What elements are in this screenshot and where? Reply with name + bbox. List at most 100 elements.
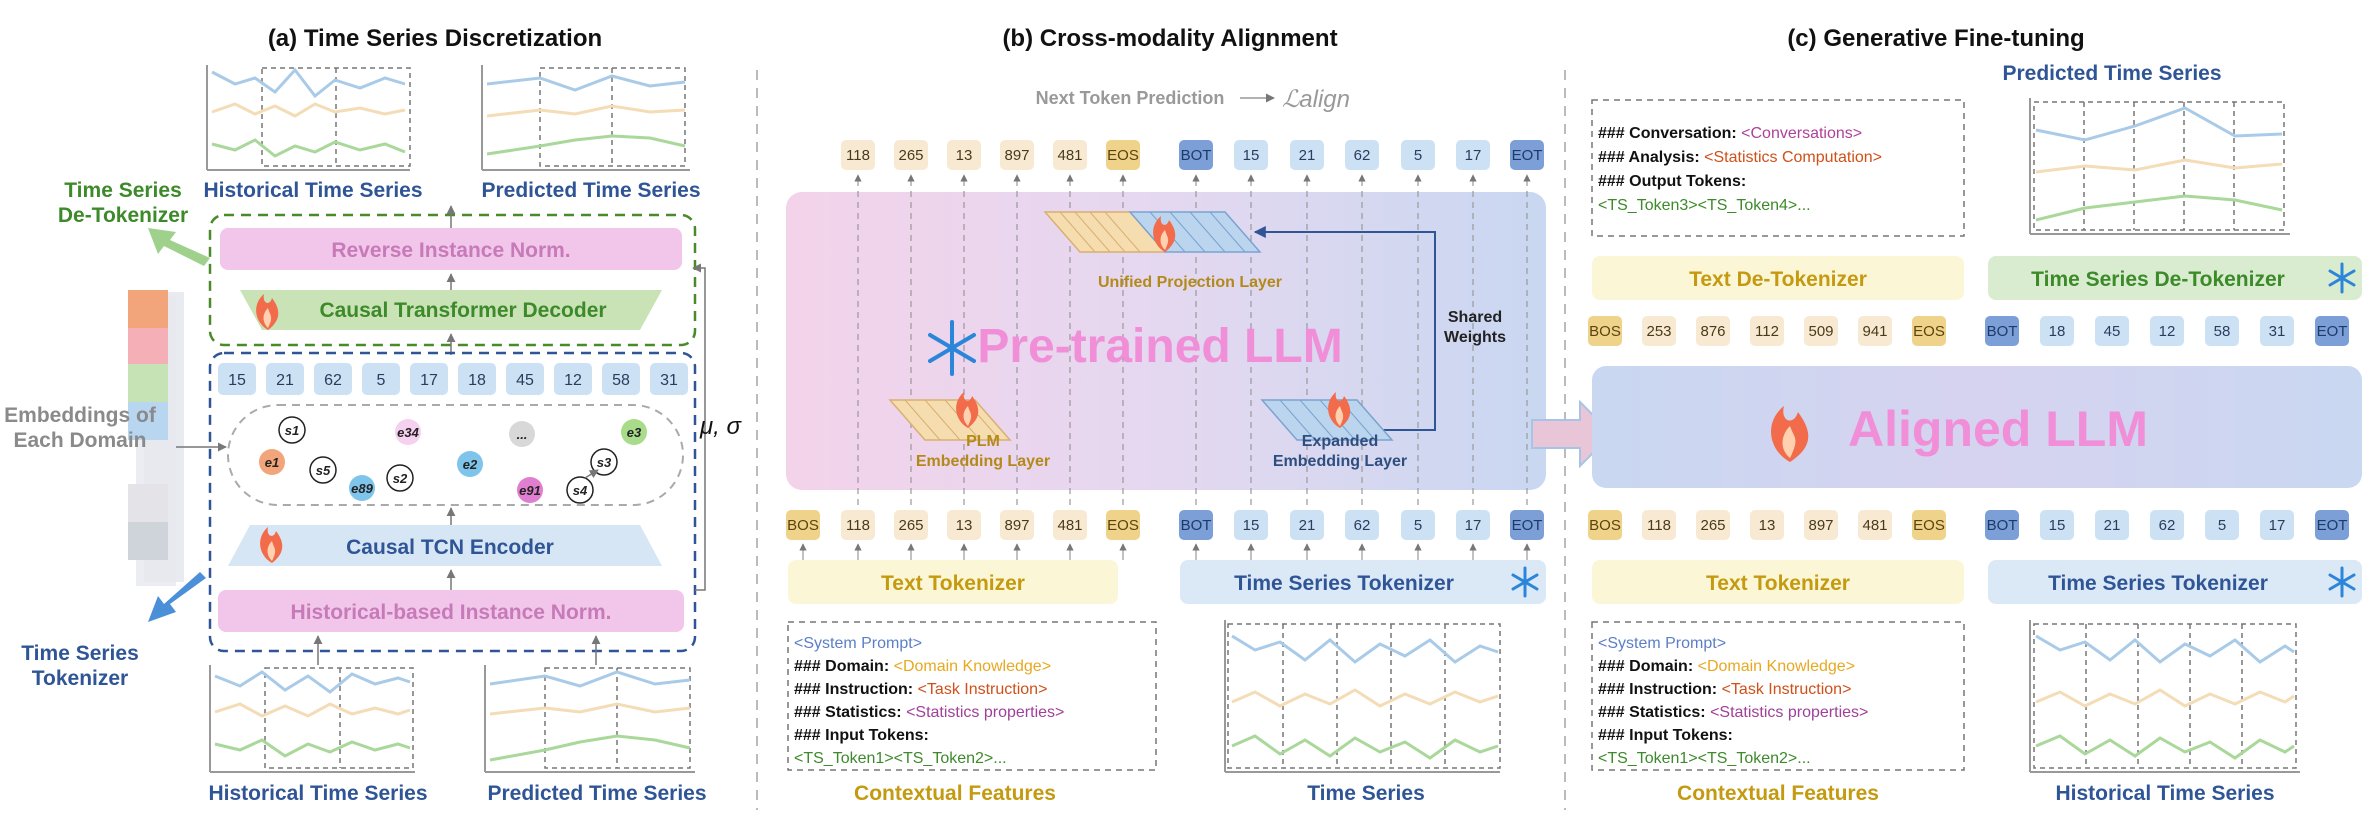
snowflake-icon (2328, 566, 2356, 598)
code-token-box (554, 363, 592, 395)
token-label: 481 (1862, 517, 1887, 534)
codebook-node-label: e91 (519, 483, 541, 498)
hist-chart-bottom (209, 665, 415, 773)
token-label: 897 (1004, 517, 1029, 534)
token-label: BOS (1589, 323, 1621, 340)
prompt-box (787, 621, 1157, 771)
token-label: EOS (1107, 147, 1139, 164)
plm-embedding-layer (888, 399, 1012, 441)
pred-label-c: Predicted Time Series (2002, 62, 2221, 85)
hist-bottom-label: Historical Time Series (208, 782, 427, 805)
code-token-label: 62 (324, 372, 342, 389)
token-box (2095, 510, 2129, 540)
prompt-line: ### Output Tokens: (1598, 173, 1746, 190)
shared-weights-arrow (1253, 226, 1436, 431)
codebook-node-label: s1 (285, 423, 299, 438)
token-label: 31 (2269, 323, 2286, 340)
ctx-label-c: Contextual Features (1677, 782, 1879, 805)
token-label: BOS (1589, 517, 1621, 534)
token-label: 13 (1759, 517, 1776, 534)
token-label: 13 (956, 517, 973, 534)
code-token-label: 21 (276, 372, 294, 389)
codebook-node (259, 449, 285, 475)
token-label: EOT (1512, 147, 1543, 164)
prompt-lines: <System Prompt>### Domain: <Domain Knowl… (794, 635, 1064, 767)
decoder-label: Causal Transformer Decoder (319, 299, 606, 322)
prompt-line: ### Instruction: <Task Instruction> (1598, 681, 1851, 698)
codebook-node (509, 421, 535, 447)
conversation-lines: ### Conversation: <Conversations>### Ana… (1598, 125, 1882, 214)
token-box (1179, 510, 1213, 540)
token-label: EOS (1913, 323, 1945, 340)
panel-b-title: (b) Cross-modality Alignment (1002, 25, 1337, 52)
token-box (2315, 316, 2349, 346)
token-box (2260, 510, 2294, 540)
text-detok-label: Text De-Tokenizer (1689, 268, 1867, 291)
plm-label-2: Embedding Layer (916, 453, 1050, 470)
prompt-line: <TS_Token1><TS_Token2>... (1598, 750, 1811, 767)
hist-top-label: Historical Time Series (203, 179, 422, 202)
code-token-box (602, 363, 640, 395)
token-box (1642, 316, 1676, 346)
codebook-node-label: s3 (597, 455, 612, 470)
token-box (2315, 510, 2349, 540)
expanded-embedding-layer (1260, 399, 1394, 441)
token-box (1510, 140, 1544, 170)
projection-layer (1043, 211, 1262, 253)
pred-chart-top (481, 65, 690, 171)
snowflake-icon (1511, 566, 1539, 598)
token-box (786, 510, 820, 540)
token-label: 21 (2104, 517, 2121, 534)
token-label: 21 (1299, 147, 1316, 164)
token-label: 15 (2049, 517, 2066, 534)
token-label: 62 (2159, 517, 2176, 534)
token-label: 509 (1808, 323, 1833, 340)
token-label: 17 (1465, 517, 1482, 534)
token-label: 15 (1243, 517, 1260, 534)
text-detokenizer-box (1592, 256, 1964, 300)
decoder-group (208, 213, 697, 347)
pred-top-label: Predicted Time Series (481, 179, 700, 202)
token-box (1985, 510, 2019, 540)
prompt-line: ### Statistics: <Statistics properties> (1598, 704, 1868, 721)
fire-icon (260, 527, 283, 563)
token-label: 265 (898, 517, 923, 534)
code-token-label: 58 (612, 372, 630, 389)
ts-detokenizer-box (1988, 256, 2362, 300)
token-label: 5 (1414, 147, 1422, 164)
prompt-line: ### Input Tokens: (794, 727, 929, 744)
codebook-node-label: e3 (627, 425, 642, 440)
token-box (1588, 510, 1622, 540)
prompt-line: <TS_Token1><TS_Token2>... (794, 750, 1007, 767)
fire-icon (256, 294, 279, 330)
token-label: 62 (1354, 517, 1371, 534)
codebook-node-label: e2 (463, 457, 478, 472)
plm-label-1: PLM (966, 433, 1000, 450)
token-box (2040, 510, 2074, 540)
token-label: 897 (1004, 147, 1029, 164)
conversation-box (1591, 99, 1965, 237)
token-box (1588, 316, 1622, 346)
prompt-line: <System Prompt> (1598, 635, 1726, 652)
token-box (1642, 510, 1676, 540)
token-box (841, 140, 875, 170)
tok-label-2: Tokenizer (32, 667, 128, 690)
token-label: 118 (846, 147, 870, 164)
codebook-node (517, 477, 543, 503)
codebook-node (457, 451, 483, 477)
fire-icon (1153, 216, 1176, 252)
codebook-node (590, 448, 618, 476)
token-box (1106, 140, 1140, 170)
token-box (947, 510, 981, 540)
ts-tokenizer-box-c (1988, 560, 2362, 604)
token-box (1510, 510, 1544, 540)
token-box (1290, 140, 1324, 170)
token-box (1858, 316, 1892, 346)
detok-arrow (148, 228, 210, 266)
reverse-norm-label: Reverse Instance Norm. (331, 239, 570, 262)
codebook (227, 404, 684, 506)
shared-label-1: Shared (1448, 309, 1502, 326)
ts-chart-b (1224, 620, 1501, 773)
text-tokenizer-label: Text Tokenizer (881, 572, 1025, 595)
